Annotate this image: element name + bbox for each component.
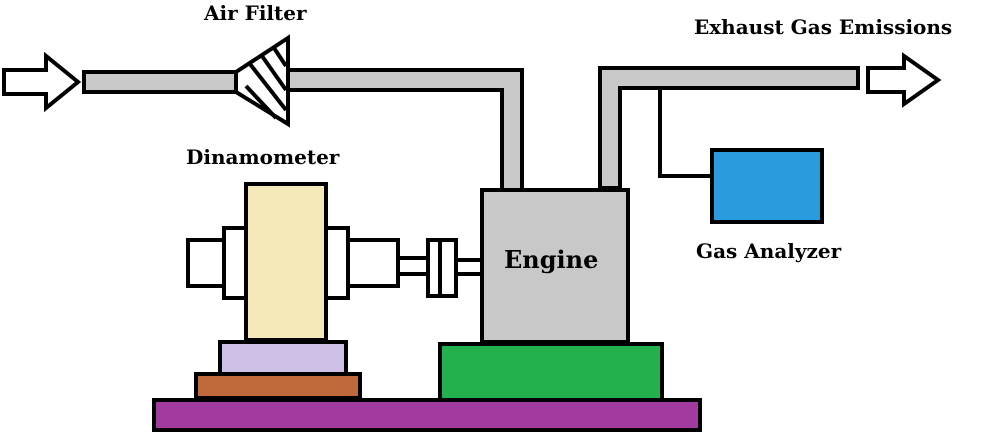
air-filter-label: Air Filter [203,1,307,25]
dyno-right-collar [324,226,350,300]
dyno-plate [194,372,362,400]
engine-label: Engine [504,245,598,274]
intake-pipe [82,70,242,94]
engine-base [438,342,664,402]
coupling-flange-right [438,238,458,298]
engine-block [480,188,630,344]
sampling-line [658,88,712,178]
exhaust-label: Exhaust Gas Emissions [694,15,952,39]
dyno-left-collar [222,226,248,300]
base-plate [152,398,702,432]
gas-analyzer-label: Gas Analyzer [696,239,842,263]
intake-pipe-riser [284,68,524,192]
gas-analyzer-box [710,148,824,224]
dynamometer-label: Dinamometer [186,145,340,169]
drive-shaft-left [396,256,430,276]
dyno-drum [244,182,328,342]
dyno-right-bearing [346,238,400,288]
inlet-arrow-icon [2,51,82,113]
air-filter-icon [234,34,290,128]
dyno-pad [218,340,348,376]
exhaust-arrow-icon [866,52,942,108]
drive-shaft-right [454,258,484,276]
dyno-left-bearing [186,238,226,288]
